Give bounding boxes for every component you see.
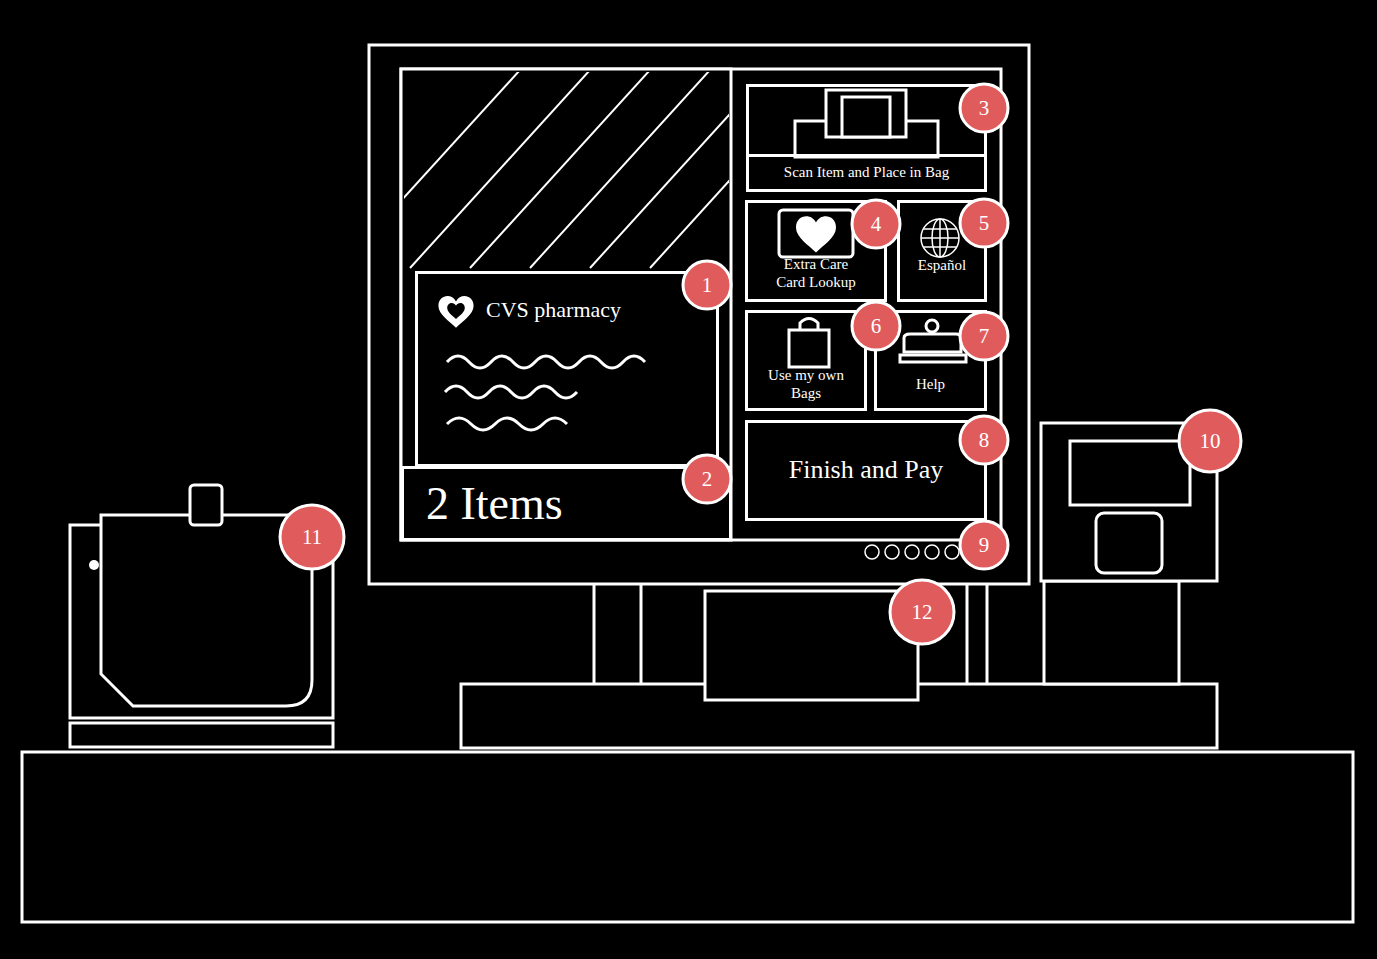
callout-circle bbox=[960, 312, 1008, 360]
bag-icon bbox=[800, 319, 818, 331]
node-text: Use my own Bags bbox=[756, 366, 856, 404]
callout-circle bbox=[960, 199, 1008, 247]
screen-left-pane bbox=[401, 69, 731, 540]
scanner-icon bbox=[842, 97, 890, 137]
scale-light bbox=[89, 560, 99, 570]
scan-panel: Scan Item and Place in Bag bbox=[746, 84, 987, 192]
callout-number: 2 bbox=[687, 465, 727, 493]
text-squiggle bbox=[445, 386, 577, 398]
callout-number: 5 bbox=[964, 209, 1004, 237]
card-icon bbox=[779, 210, 853, 257]
page-dots bbox=[865, 545, 959, 559]
reader-stand bbox=[1044, 581, 1179, 684]
node-text: Help bbox=[916, 375, 945, 394]
callout-circle bbox=[280, 505, 344, 569]
node-text: Finish and Pay bbox=[789, 454, 944, 487]
callout-number: 6 bbox=[856, 312, 896, 340]
text-squiggle bbox=[447, 418, 567, 430]
scanner-icon bbox=[826, 90, 906, 137]
counter bbox=[22, 752, 1353, 922]
scale-base bbox=[70, 723, 333, 747]
heart-logo bbox=[438, 296, 473, 328]
callout-circle bbox=[960, 416, 1008, 464]
callout-circle bbox=[890, 580, 954, 644]
node-text: CVS pharmacy bbox=[486, 296, 621, 324]
callout-circle bbox=[683, 455, 731, 503]
reader-screen bbox=[1070, 441, 1190, 505]
callout-number: 11 bbox=[292, 523, 332, 551]
callout-circle bbox=[1179, 410, 1241, 472]
callout-circle bbox=[683, 261, 731, 309]
node-text: Español bbox=[918, 256, 966, 275]
screen bbox=[401, 69, 1001, 540]
callout-circle bbox=[960, 84, 1008, 132]
callout-number: 10 bbox=[1190, 427, 1230, 455]
callout-number: 8 bbox=[964, 426, 1004, 454]
screen-button: Use my own Bags bbox=[745, 310, 867, 411]
stand-post bbox=[640, 584, 643, 684]
receipt-panel: CVS pharmacy bbox=[415, 271, 719, 467]
node-text: 2 Items bbox=[426, 475, 563, 533]
callout-number: 3 bbox=[964, 94, 1004, 122]
callout-number: 12 bbox=[902, 598, 942, 626]
stand-post bbox=[986, 584, 989, 684]
node-text: Extra Care Card Lookup bbox=[770, 255, 862, 293]
callout-number: 9 bbox=[964, 531, 1004, 559]
reader-keypad bbox=[1096, 513, 1162, 573]
callout-number: 1 bbox=[687, 271, 727, 299]
bag-handle bbox=[190, 485, 222, 525]
receipt-printer bbox=[705, 591, 918, 700]
callout-number: 7 bbox=[964, 322, 1004, 350]
callout-circle bbox=[960, 521, 1008, 569]
bell-icon bbox=[904, 334, 961, 352]
callout-number: 4 bbox=[856, 210, 896, 238]
finish-button: Finish and Pay bbox=[745, 420, 987, 521]
instruction-bar: Scan Item and Place in Bag bbox=[749, 154, 984, 189]
bell-icon bbox=[926, 320, 938, 332]
video-hatch bbox=[404, 72, 729, 268]
callout-circle bbox=[852, 200, 900, 248]
bell-icon bbox=[900, 355, 966, 362]
stand-post bbox=[593, 584, 596, 684]
heart-icon bbox=[796, 216, 836, 252]
bag-icon bbox=[789, 330, 829, 367]
stand-post bbox=[966, 584, 969, 684]
kiosk-drawing bbox=[22, 45, 1353, 922]
globe-icon bbox=[921, 219, 959, 257]
text-squiggle bbox=[447, 356, 645, 368]
callout-circle bbox=[852, 302, 900, 350]
heart-logo-inner bbox=[447, 303, 465, 319]
